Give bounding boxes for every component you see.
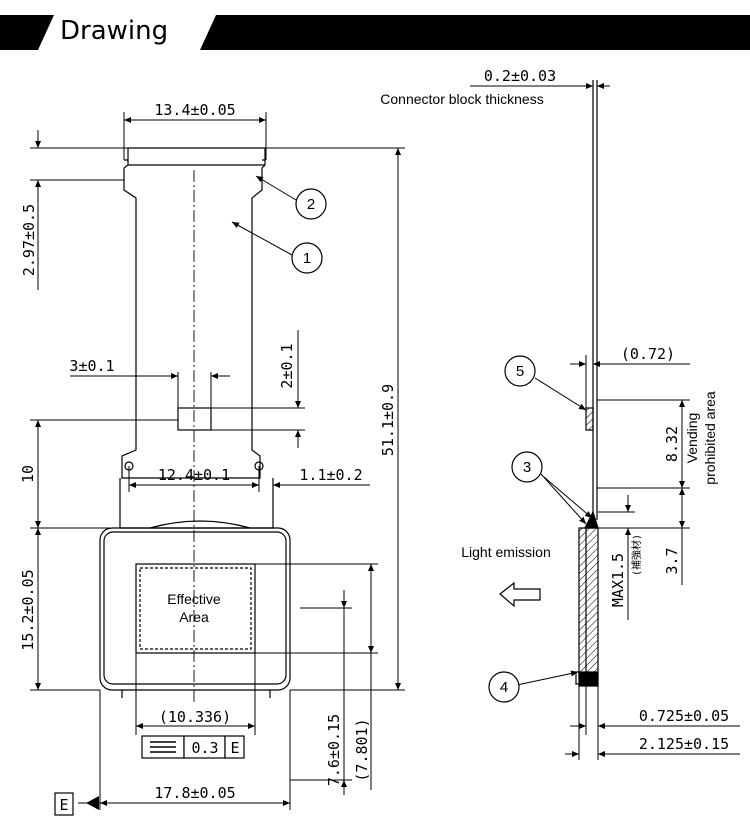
datum-label: E: [59, 796, 68, 814]
dim-width-top: 13.4±0.05: [154, 101, 235, 119]
callout-3-text: 3: [523, 459, 531, 476]
light-emission-arrow: [499, 581, 541, 608]
front-dimensions: [30, 112, 405, 810]
side-panel: [578, 527, 599, 679]
callout-4-text: 4: [500, 679, 508, 696]
header-tab: [38, 15, 216, 50]
light-label: Light emission: [461, 544, 551, 560]
dim-hole-pitch: 12.4±0.1: [158, 466, 230, 484]
callout-4: 4: [488, 671, 520, 703]
fpc-tail-outline: [121, 147, 266, 479]
dim-eff-h: (7.801): [353, 718, 371, 781]
dim-hole-offset: 1.1±0.2: [299, 466, 362, 484]
connector-label: Connector block thickness: [380, 91, 543, 107]
vending-label-2: prohibited area: [702, 391, 718, 485]
callout-5: 5: [504, 355, 536, 387]
flatness-datum: E: [230, 739, 239, 757]
dim-0725: 0.725±0.05: [639, 707, 729, 725]
dim-max: MAX1.5: [609, 553, 627, 607]
effective-area-outer: [135, 563, 256, 654]
callout-3: 3: [511, 451, 543, 483]
callout-2-text: 2: [307, 196, 315, 213]
dim-top-tail: 2.97±0.5: [20, 204, 38, 276]
callout-1: 1: [291, 242, 323, 274]
effective-label-1: Effective: [167, 591, 221, 607]
dim-connector-thickness: 0.2±0.03: [484, 67, 556, 85]
vending-label-1: Vending: [684, 413, 700, 464]
panel-inner: [103, 531, 287, 685]
dim-bend: (0.72): [621, 345, 675, 363]
callout-2: 2: [295, 188, 327, 220]
flatness-value: 0.3: [191, 739, 218, 757]
dim-2125: 2.125±0.15: [639, 735, 729, 753]
effective-area-inner: [139, 567, 252, 650]
dim-effective-w: (10.336): [159, 708, 231, 726]
alignment-mark: [177, 407, 212, 431]
dim-panel-h: 15.2±0.05: [19, 569, 37, 650]
dim-37: 3.7: [663, 547, 681, 574]
dim-panel-w: 17.8±0.05: [154, 784, 235, 802]
section-title: Drawing: [60, 16, 169, 46]
dim-overall-height: 51.1±0.9: [379, 384, 397, 456]
dim-vend: 8.32: [663, 426, 681, 462]
dim-max-note: (補強材): [630, 534, 643, 576]
panel-outline: [99, 527, 291, 691]
callout-5-text: 5: [516, 363, 524, 380]
dim-small-w: 3±0.1: [69, 357, 114, 375]
stiffener-block: [585, 407, 594, 431]
callout-1-text: 1: [303, 250, 311, 267]
dim-tail-bottom: 10: [19, 465, 37, 483]
side-dimensions: [470, 83, 740, 760]
effective-label-2: Area: [179, 609, 209, 625]
section-header: Drawing: [0, 0, 750, 50]
side-view: [575, 80, 599, 687]
dim-small-h: 2±0.1: [278, 343, 296, 388]
datum-triangle: [86, 796, 99, 810]
front-view: [99, 147, 291, 698]
datum-box: [54, 792, 74, 816]
flatness-frame: [141, 735, 245, 759]
dim-eff-pos: 7.6±0.15: [325, 714, 343, 786]
